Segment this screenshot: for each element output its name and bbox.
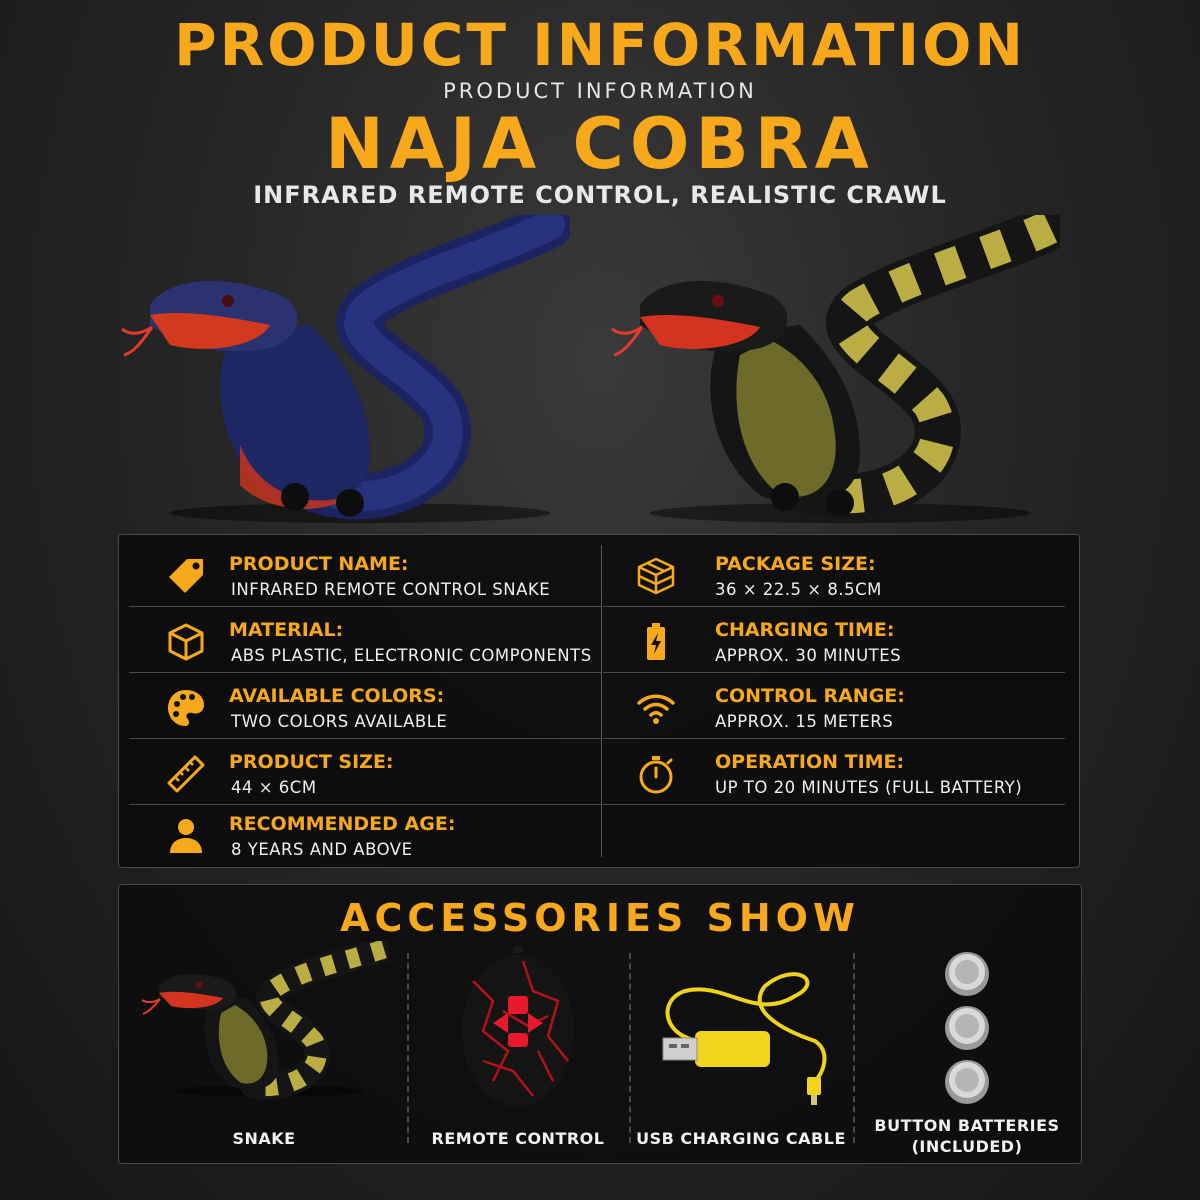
spec-row-package-size: PACKAGE SIZE: 36 × 22.5 × 8.5CM <box>603 541 1065 607</box>
accessory-label: SNAKE <box>232 1129 296 1148</box>
accessory-snake: SNAKE <box>129 941 399 1156</box>
product-tagline: INFRARED REMOTE CONTROL, REALISTIC CRAWL <box>253 181 947 209</box>
spec-label: CHARGING TIME: <box>715 619 895 641</box>
spec-value: ABS PLASTIC, ELECTRONIC COMPONENTS <box>231 646 592 665</box>
page-subtitle: PRODUCT INFORMATION <box>443 79 757 103</box>
blue-cobra-image <box>121 215 570 523</box>
spec-row-recommended-age: RECOMMENDED AGE: 8 YEARS AND ABOVE <box>129 801 601 867</box>
spec-label: CONTROL RANGE: <box>715 685 905 707</box>
ruler-icon <box>167 755 205 793</box>
tag-icon <box>169 559 203 593</box>
spec-label: PACKAGE SIZE: <box>715 553 876 575</box>
accessory-usb-cable: USB CHARGING CABLE <box>633 941 849 1156</box>
palette-icon <box>168 690 204 726</box>
spec-label: RECOMMENDED AGE: <box>229 813 456 835</box>
spec-row-product-size: PRODUCT SIZE: 44 × 6CM <box>129 739 601 805</box>
spec-row-charging-time: CHARGING TIME: APPROX. 30 MINUTES <box>603 607 1065 673</box>
package-icon <box>637 557 675 595</box>
snake-image <box>141 941 389 1100</box>
spec-row-product-name: PRODUCT NAME: INFRARED REMOTE CONTROL SN… <box>129 541 601 607</box>
spec-label: OPERATION TIME: <box>715 751 905 773</box>
accessory-label: REMOTE CONTROL <box>431 1129 605 1148</box>
black-yellow-cobra-image <box>611 215 1060 523</box>
spec-row-material: MATERIAL: ABS PLASTIC, ELECTRONIC COMPON… <box>129 607 601 673</box>
spec-label: PRODUCT SIZE: <box>229 751 394 773</box>
accessory-divider <box>629 953 631 1143</box>
usb-cable-image <box>662 972 827 1105</box>
spec-value: 8 YEARS AND ABOVE <box>231 840 413 859</box>
accessory-label: BUTTON BATTERIES <box>874 1116 1060 1135</box>
accessory-label-note: (INCLUDED) <box>911 1137 1023 1156</box>
accessory-label: USB CHARGING CABLE <box>636 1129 846 1148</box>
spec-label: MATERIAL: <box>229 619 344 641</box>
spec-value: UP TO 20 MINUTES (FULL BATTERY) <box>715 778 1023 797</box>
spec-label: PRODUCT NAME: <box>229 553 409 575</box>
spec-value: 36 × 22.5 × 8.5CM <box>715 580 882 599</box>
spec-row-available-colors: AVAILABLE COLORS: TWO COLORS AVAILABLE <box>129 673 601 739</box>
spec-label: AVAILABLE COLORS: <box>229 685 445 707</box>
accessory-divider <box>853 953 855 1143</box>
accessory-divider <box>407 953 409 1143</box>
spec-value: APPROX. 30 MINUTES <box>715 646 902 665</box>
remote-control-image <box>462 947 574 1107</box>
spec-value: TWO COLORS AVAILABLE <box>231 712 448 731</box>
spec-row-operation-time: OPERATION TIME: UP TO 20 MINUTES (FULL B… <box>603 739 1065 805</box>
spec-value: INFRARED REMOTE CONTROL SNAKE <box>231 580 551 599</box>
page-title: PRODUCT INFORMATION <box>174 11 1026 79</box>
column-divider <box>601 545 602 857</box>
spec-value: 44 × 6CM <box>231 778 317 797</box>
product-name-heading: NAJA COBRA <box>325 103 875 185</box>
spec-panel: PRODUCT NAME: INFRARED REMOTE CONTROL SN… <box>118 534 1080 868</box>
accessories-title: ACCESSORIES SHOW <box>340 896 860 940</box>
accessory-remote-control: REMOTE CONTROL <box>411 941 625 1156</box>
accessory-button-batteries: BUTTON BATTERIES (INCLUDED) <box>857 941 1077 1156</box>
cube-icon <box>168 623 204 661</box>
wifi-icon <box>637 694 675 724</box>
spec-value: APPROX. 15 METERS <box>715 712 894 731</box>
spec-row-control-range: CONTROL RANGE: APPROX. 15 METERS <box>603 673 1065 739</box>
battery-charging-icon <box>647 623 665 660</box>
button-batteries-image <box>945 952 989 1104</box>
person-icon <box>170 819 202 853</box>
accessories-panel: ACCESSORIES SHOW SNAKE REMOTE CON <box>118 884 1082 1164</box>
stopwatch-icon <box>639 756 673 794</box>
